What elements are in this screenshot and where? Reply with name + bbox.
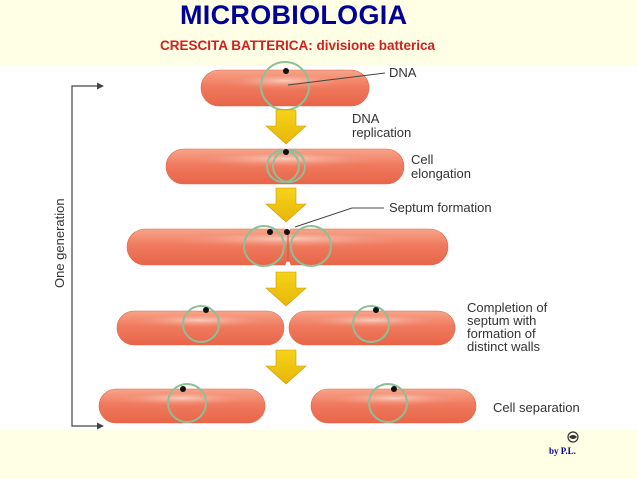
- septum-pointer-line: [294, 207, 384, 228]
- page-title: MICROBIOLOGIA: [180, 0, 408, 30]
- author-byline: by P.L.: [549, 446, 576, 456]
- dna-dot-3a: [267, 229, 273, 235]
- label-cell-separation: Cell separation: [493, 400, 580, 415]
- cell-stage-5-right: [310, 383, 477, 424]
- dna-dot-3b: [284, 229, 290, 235]
- label-dna-replication: DNA replication: [352, 111, 411, 140]
- dna-dot-1: [283, 68, 289, 74]
- dna-dot-2: [283, 149, 289, 155]
- label-cell-elongation: Cell elongation: [411, 152, 471, 181]
- cell-stage-3: [126, 225, 449, 267]
- cell-stage-2: [165, 148, 405, 185]
- dna-dot-4a: [203, 307, 209, 313]
- label-completion: Completion of septum with formation of d…: [467, 300, 551, 354]
- side-label-one-generation: One generation: [52, 198, 67, 288]
- dna-dot-5b: [391, 386, 397, 392]
- dna-dot-4b: [373, 307, 379, 313]
- down-arrow-3: [265, 271, 307, 307]
- cell-stage-1: [200, 61, 370, 111]
- down-arrow-4: [265, 349, 307, 385]
- dna-dot-5a: [180, 386, 186, 392]
- cell-stage-4-left: [116, 305, 285, 346]
- footer-band: [0, 430, 638, 479]
- page-subtitle: CRESCITA BATTERICA: divisione batterica: [160, 38, 436, 53]
- down-arrow-1: [265, 109, 307, 145]
- label-septum-formation: Septum formation: [389, 200, 492, 215]
- label-dna: DNA: [389, 65, 417, 80]
- header-band: [0, 0, 638, 66]
- dna-pointer-line: [287, 72, 386, 86]
- author-logo-icon: [567, 431, 579, 443]
- cell-stage-5-left: [98, 383, 266, 424]
- down-arrow-2: [265, 187, 307, 223]
- cell-stage-4-right: [288, 305, 456, 346]
- generation-bracket: [71, 82, 104, 430]
